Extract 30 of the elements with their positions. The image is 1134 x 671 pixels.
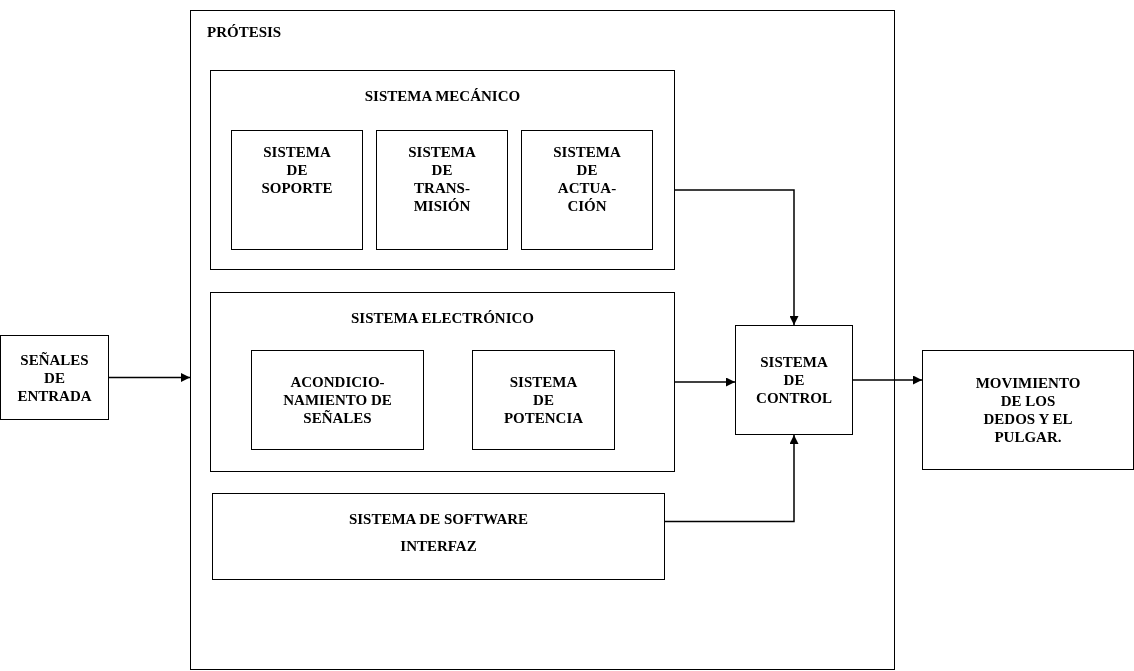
- arrow: [108, 373, 191, 382]
- node-label: INTERFAZ: [400, 537, 477, 555]
- node-label: SISTEMA DE TRANS- MISIÓN: [407, 143, 477, 215]
- process-box: [190, 10, 895, 670]
- process-box: [735, 325, 853, 435]
- node-label: PRÓTESIS: [207, 23, 282, 41]
- process-box: [0, 335, 109, 420]
- process-box: [251, 350, 424, 450]
- arrow: [674, 189, 799, 326]
- node-label: SEÑALES DE ENTRADA: [16, 350, 93, 405]
- process-box: [376, 130, 508, 250]
- node-label: SISTEMA DE SOPORTE: [260, 143, 334, 197]
- process-box: [231, 130, 363, 250]
- arrow: [852, 375, 923, 385]
- arrow: [674, 377, 736, 387]
- node-label: SISTEMA ELECTRÓNICO: [351, 309, 534, 327]
- node-label: SISTEMA DE CONTROL: [755, 353, 833, 407]
- node-label: SISTEMA DE ACTUA- CIÓN: [552, 143, 622, 215]
- node-label: SISTEMA MECÁNICO: [364, 87, 521, 105]
- process-box: [521, 130, 653, 250]
- process-box: [212, 493, 665, 580]
- node-label: SISTEMA DE POTENCIA: [503, 373, 584, 427]
- process-box: [922, 350, 1134, 470]
- process-box: [210, 292, 675, 472]
- node-label: MOVIMIENTO DE LOS DEDOS Y EL PULGAR.: [975, 374, 1081, 446]
- process-box: [210, 70, 675, 270]
- process-box: [472, 350, 615, 450]
- node-label: ACONDICIO- NAMIENTO DE SEÑALES: [282, 373, 393, 427]
- arrow: [664, 434, 799, 523]
- node-label: SISTEMA DE SOFTWARE: [348, 510, 529, 528]
